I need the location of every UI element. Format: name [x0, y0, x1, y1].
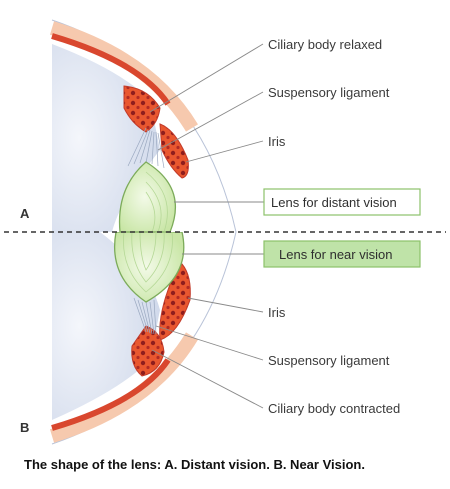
- label-ciliary-body-contracted: Ciliary body contracted: [268, 401, 400, 416]
- ciliary-body-relaxed-shape: [123, 85, 161, 133]
- figure-caption: The shape of the lens: A. Distant vision…: [24, 457, 365, 472]
- label-iris-top: Iris: [268, 134, 286, 149]
- sclera-band-a: [49, 21, 199, 132]
- label-suspensory-ligament-top: Suspensory ligament: [268, 85, 390, 100]
- panel-letter-a: A: [20, 206, 30, 221]
- lens-near-shape: [113, 232, 185, 303]
- suspensory-ligament-fibres-b: [133, 297, 157, 335]
- label-iris-bottom: Iris: [268, 305, 286, 320]
- lens-distant-label-box: [263, 188, 421, 216]
- iris-top-shape: [159, 123, 189, 179]
- panel-a-eye: [49, 19, 237, 232]
- label-lens-near: Lens for near vision: [279, 247, 392, 262]
- ciliary-body-contracted-shape: [131, 325, 165, 377]
- panel-letter-b: B: [20, 420, 29, 435]
- leader-ciliary-relaxed: [149, 43, 264, 113]
- suspensory-ligament-fibres-a: [127, 127, 165, 169]
- leader-iris-top: [185, 140, 264, 163]
- label-ciliary-body-relaxed: Ciliary body relaxed: [268, 37, 382, 52]
- leader-iris-bottom: [187, 297, 264, 313]
- leader-ciliary-contracted: [151, 349, 264, 409]
- lens-distant-shape: [118, 161, 177, 232]
- panel-b-eye: [49, 232, 237, 445]
- sclera-red-b: [51, 358, 171, 431]
- label-lens-distant: Lens for distant vision: [271, 195, 397, 210]
- sclera-band-b: [49, 332, 199, 443]
- leader-suspensory-top: [157, 91, 264, 151]
- leader-suspensory-bottom: [155, 325, 264, 361]
- lens-near-label-box: [263, 240, 421, 268]
- label-suspensory-ligament-bottom: Suspensory ligament: [268, 353, 390, 368]
- sclera-red-a: [51, 33, 171, 106]
